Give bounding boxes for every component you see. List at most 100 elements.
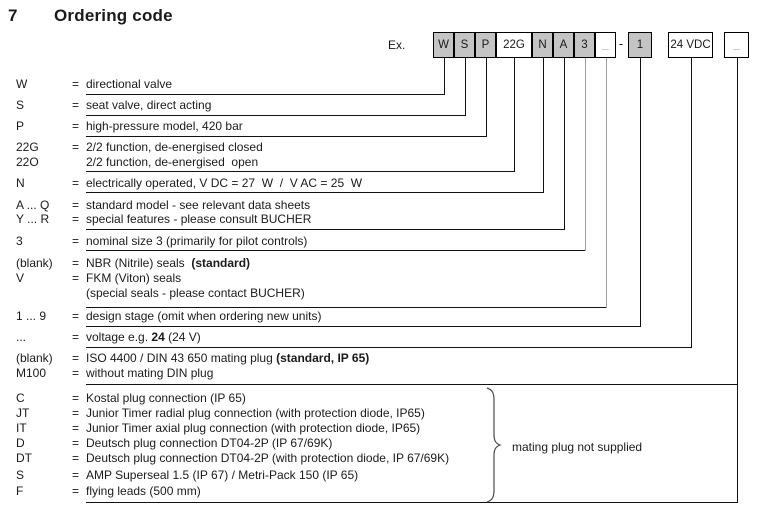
legend-row: 3=nominal size 3 (primarily for pilot co…	[0, 235, 758, 249]
description-segment: 2/2 function, de-energised closed	[86, 140, 263, 154]
code-description: AMP Superseal 1.5 (IP 67) / Metri-Pack 1…	[86, 469, 358, 482]
equals-sign: =	[72, 309, 80, 323]
code-description: FKM (Viton) seals	[86, 272, 181, 285]
code-label: F	[16, 484, 24, 498]
equals-sign: =	[72, 406, 80, 420]
description-segment: electrically operated, V DC = 27 W / V A…	[86, 176, 363, 190]
code-label: V	[16, 271, 25, 285]
connector-line	[691, 58, 692, 348]
legend-row: N=electrically operated, V DC = 27 W / V…	[0, 177, 758, 191]
code-description: design stage (omit when ordering new uni…	[86, 310, 321, 323]
code-description: ISO 4400 / DIN 43 650 mating plug (stand…	[86, 352, 369, 365]
code-box-label: 3	[581, 39, 588, 51]
code-label: S	[16, 98, 25, 112]
equals-sign: =	[72, 119, 80, 133]
code-label: 22G	[16, 140, 39, 154]
connector-line	[737, 58, 738, 503]
legend-row: (blank)=ISO 4400 / DIN 43 650 mating plu…	[0, 352, 758, 366]
description-segment: Junior Timer axial plug connection (with…	[86, 421, 421, 435]
equals-sign: =	[72, 436, 80, 450]
description-segment: (special seals - please contact BUCHER)	[86, 286, 305, 300]
code-label: S	[16, 468, 25, 482]
connector-line	[514, 58, 515, 172]
code-box: A	[553, 32, 574, 58]
connector-underline	[86, 384, 738, 385]
equals-sign: =	[72, 140, 80, 154]
dash-separator: -	[618, 36, 624, 51]
description-segment: Kostal plug connection (IP 65)	[86, 391, 246, 405]
connector-underline	[86, 307, 607, 308]
description-segment: FKM (Viton) seals	[86, 271, 182, 285]
code-description: electrically operated, V DC = 27 W / V A…	[86, 177, 362, 190]
legend-row: ...=voltage e.g. 24 (24 V)	[0, 331, 758, 345]
code-label: P	[16, 119, 25, 133]
connector-underline	[86, 115, 466, 116]
equals-sign: =	[72, 176, 80, 190]
equals-sign: =	[72, 351, 80, 365]
code-box: _	[595, 32, 616, 58]
page-title: 7 Ordering code	[8, 6, 173, 26]
code-box: 24 VDC	[668, 32, 713, 58]
legend-row: P = high-pressure model, 420 bar	[0, 120, 758, 134]
legend-row: A ... Q=standard model - see relevant da…	[0, 199, 758, 213]
equals-sign: =	[72, 98, 80, 112]
code-label: 1 ... 9	[16, 309, 47, 323]
code-description: Junior Timer radial plug connection (wit…	[86, 407, 425, 420]
description-segment: Deutsch plug connection DT04-2P (with pr…	[86, 451, 450, 465]
description-segment: Deutsch plug connection DT04-2P (IP 67/6…	[86, 436, 333, 450]
connector-underline	[86, 171, 515, 172]
equals-sign: =	[72, 77, 80, 91]
legend-row: JT=Junior Timer radial plug connection (…	[0, 407, 758, 421]
code-box: _	[724, 32, 749, 58]
equals-sign: =	[72, 256, 80, 270]
connector-underline	[86, 326, 641, 327]
connector-underline	[86, 347, 692, 348]
section-number: 7	[8, 6, 18, 25]
code-label: M100	[16, 366, 47, 380]
connector-underline	[86, 94, 445, 95]
description-segment: high-pressure model, 420 bar	[86, 119, 243, 133]
legend-row: D=Deutsch plug connection DT04-2P (IP 67…	[0, 437, 758, 451]
connector-underline	[86, 136, 487, 137]
code-description: 2/2 function, de-energised open	[86, 156, 258, 169]
legend-row: (blank)=NBR (Nitrile) seals (standard)	[0, 257, 758, 271]
legend-row: Y ... R=special features - please consul…	[0, 213, 758, 227]
legend-row: DT=Deutsch plug connection DT04-2P (with…	[0, 452, 758, 466]
code-description: high-pressure model, 420 bar	[86, 120, 243, 133]
description-segment: flying leads (500 mm)	[86, 484, 201, 498]
connector-underline	[86, 229, 565, 230]
code-box: W	[433, 32, 454, 58]
code-box-label: N	[538, 39, 547, 51]
legend-row: S=seat valve, direct acting	[0, 99, 758, 113]
code-label: ...	[16, 330, 27, 344]
equals-sign: =	[72, 271, 80, 285]
connector-underline	[86, 250, 586, 251]
description-segment: standard model - see relevant data sheet…	[86, 198, 311, 212]
code-description: (special seals - please contact BUCHER)	[86, 287, 305, 300]
code-label: (blank)	[16, 256, 53, 270]
description-segment: Junior Timer radial plug connection (wit…	[86, 406, 425, 420]
description-segment: AMP Superseal 1.5 (IP 67) / Metri-Pack 1…	[86, 468, 359, 482]
code-description: nominal size 3 (primarily for pilot cont…	[86, 235, 307, 248]
code-box: 3	[574, 32, 595, 58]
section-title: Ordering code	[54, 6, 173, 25]
code-description: voltage e.g. 24 (24 V)	[86, 331, 201, 344]
description-segment: directional valve	[86, 77, 173, 91]
code-label: A ... Q	[16, 198, 50, 212]
code-description: Deutsch plug connection DT04-2P (IP 67/6…	[86, 437, 332, 450]
description-segment: (standard)	[191, 256, 251, 270]
legend-row: W=directional valve	[0, 78, 758, 92]
code-label: IT	[16, 421, 27, 435]
code-description: Junior Timer axial plug connection (with…	[86, 422, 420, 435]
legend-row: M100=without mating DIN plug	[0, 367, 758, 381]
group-brace	[486, 387, 502, 503]
code-box: 1	[628, 32, 652, 58]
equals-sign: =	[72, 391, 80, 405]
connector-line	[564, 58, 565, 230]
code-box-label: 22G	[503, 39, 525, 51]
connector-line	[465, 58, 466, 116]
code-box-label: A	[559, 39, 568, 51]
code-label: DT	[16, 451, 32, 465]
code-description: directional valve	[86, 78, 172, 91]
